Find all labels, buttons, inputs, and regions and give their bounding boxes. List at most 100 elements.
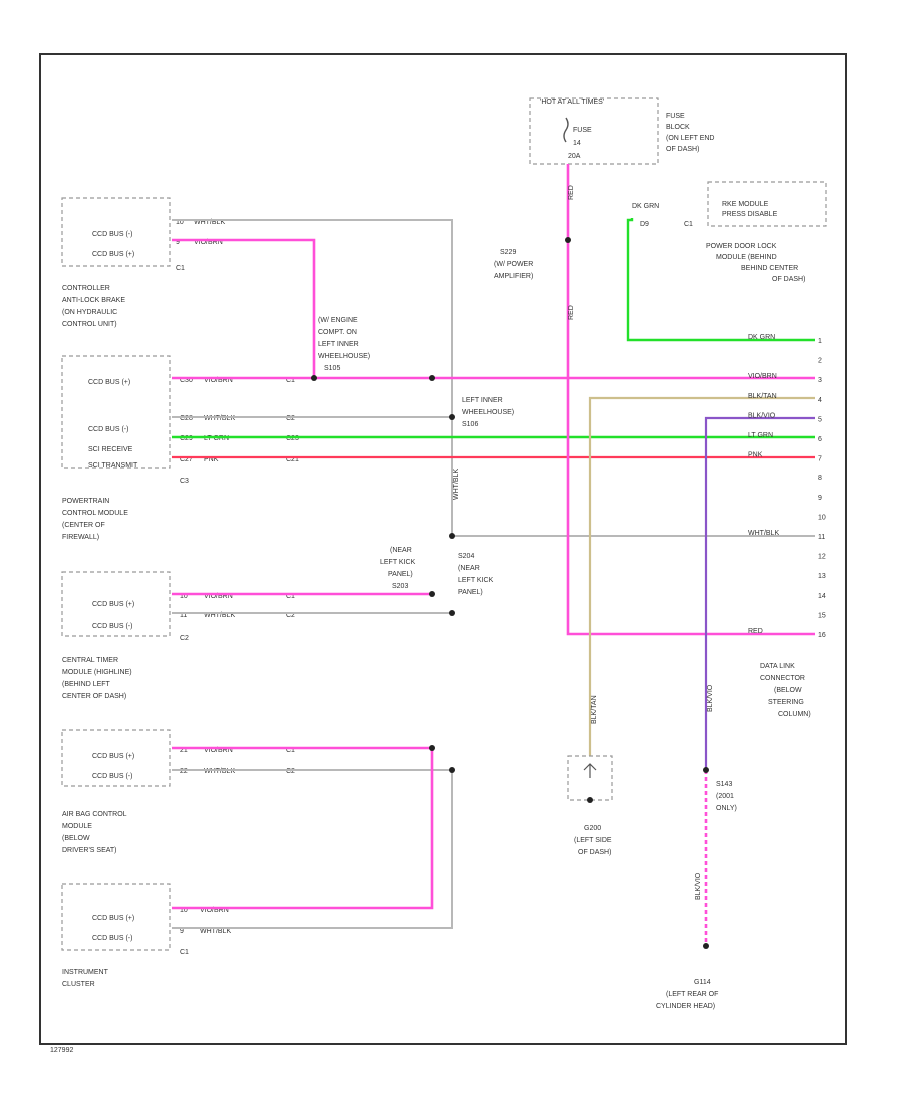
s105-label-0: (W/ ENGINE bbox=[318, 317, 358, 324]
vert-wire-label-5: BLK/VIO bbox=[695, 872, 702, 900]
ctm-wire-pin-1: 11 bbox=[180, 612, 187, 619]
wire-blk-vio bbox=[704, 416, 815, 770]
pcm-wire-color-0: VIO/BRN bbox=[204, 377, 233, 384]
pcm-name-0: POWERTRAIN bbox=[62, 498, 109, 505]
airbag-name-1: MODULE bbox=[62, 823, 92, 830]
abs-wire-pin-0: 10 bbox=[176, 219, 184, 226]
fuse-location-1: BLOCK bbox=[666, 124, 690, 131]
dlc-pin-number: 6 bbox=[818, 436, 822, 443]
pcm-wire-pin-3: C27 bbox=[180, 456, 193, 463]
pcm-connector: C3 bbox=[180, 478, 189, 485]
s229-label-1: (W/ POWER bbox=[494, 261, 533, 268]
dlc-pin-number: 16 bbox=[818, 632, 826, 639]
s203-label-3: S203 bbox=[392, 583, 408, 590]
airbag-wire-pin-1: 22 bbox=[180, 768, 188, 775]
airbag-wire-conn-0: C1 bbox=[286, 747, 295, 754]
cluster-name-0: INSTRUMENT bbox=[62, 969, 109, 976]
rke-title-1: PRESS DISABLE bbox=[722, 211, 778, 218]
dlc-name-2: (BELOW bbox=[774, 687, 802, 694]
fuse-location-0: FUSE bbox=[666, 113, 685, 120]
g114-label-0: G114 bbox=[694, 979, 711, 986]
vert-wire-label-0: WHT/BLK bbox=[453, 469, 460, 500]
splice-s143-dot bbox=[703, 767, 709, 773]
splice-airbag-a-dot bbox=[429, 745, 435, 751]
dlc-pin-color: LT GRN bbox=[748, 432, 773, 439]
pcm-wire-pin-0: C30 bbox=[180, 377, 193, 384]
abs-name-0: CONTROLLER bbox=[62, 285, 110, 292]
airbag-wire-conn-1: C2 bbox=[286, 768, 295, 775]
fuse-hot-label: 'HOT AT ALL TIMES' bbox=[540, 99, 604, 106]
s229-label-0: S229 bbox=[500, 249, 516, 256]
dlc-name-0: DATA LINK bbox=[760, 663, 795, 670]
s204-label-0: S204 bbox=[458, 553, 474, 560]
s204-label-1: (NEAR bbox=[458, 565, 480, 572]
s105-label-4: S105 bbox=[324, 365, 340, 372]
dlc-pin-number: 8 bbox=[818, 475, 822, 482]
ctm-wire-color-0: VIO/BRN bbox=[204, 593, 233, 600]
s106-label-2: S106 bbox=[462, 421, 478, 428]
dlc-pin-number: 9 bbox=[818, 495, 822, 502]
g114-label-2: CYLINDER HEAD) bbox=[656, 1003, 715, 1010]
cluster-wire-pin-1: 9 bbox=[180, 928, 184, 935]
wire-vio-brn-abs bbox=[172, 238, 316, 378]
airbag-pin-0: CCD BUS (+) bbox=[92, 753, 134, 760]
wire-dk-grn bbox=[626, 218, 815, 342]
fuse-amps: 20A bbox=[568, 153, 581, 160]
cluster-name-1: CLUSTER bbox=[62, 981, 95, 988]
abs-name-2: (ON HYDRAULIC bbox=[62, 309, 117, 316]
pcm-wire-pin-2: C29 bbox=[180, 435, 193, 442]
pcm-name-3: FIREWALL) bbox=[62, 534, 99, 541]
splice-s106-dot bbox=[449, 414, 455, 420]
wire-blk-tan bbox=[588, 396, 815, 756]
dlc-pin-number: 3 bbox=[818, 377, 822, 384]
dlc-pin-color: RED bbox=[748, 628, 763, 635]
cluster-connector: C1 bbox=[180, 949, 189, 956]
ctm-pin-1: CCD BUS (-) bbox=[92, 623, 132, 630]
splice-airbag-b-dot bbox=[449, 767, 455, 773]
dlc-pin-number: 7 bbox=[818, 456, 822, 463]
pcm-module-box bbox=[61, 355, 171, 469]
pcm-wire-color-1: WHT/BLK bbox=[204, 415, 235, 422]
dlc-pin-number: 10 bbox=[818, 514, 826, 521]
dlc-name-1: CONNECTOR bbox=[760, 675, 805, 682]
dlc-pin-number: 14 bbox=[818, 593, 826, 600]
abs-name-3: CONTROL UNIT) bbox=[62, 321, 117, 328]
pcm-pin-1: CCD BUS (-) bbox=[88, 426, 128, 433]
diagram-frame bbox=[39, 53, 847, 1045]
dlc-name-3: STEERING bbox=[768, 699, 804, 706]
splice-s203-dot bbox=[429, 591, 435, 597]
s106-label-1: WHEELHOUSE) bbox=[462, 409, 514, 416]
ctm-name-2: (BEHIND LEFT bbox=[62, 681, 111, 688]
pcm-wire-color-2: LT GRN bbox=[204, 435, 229, 442]
ctm-name-0: CENTRAL TIMER bbox=[62, 657, 118, 664]
vert-wire-label-3: BLK/TAN bbox=[591, 695, 598, 724]
s105-label-3: WHEELHOUSE) bbox=[318, 353, 370, 360]
ctm-pin-0: CCD BUS (+) bbox=[92, 601, 134, 608]
wire-red-fused bbox=[566, 164, 815, 636]
dlc-pin-number: 13 bbox=[818, 573, 826, 580]
g200-label-0: G200 bbox=[584, 825, 601, 832]
dlc-pin-color: BLK/VIO bbox=[748, 412, 776, 419]
ctm-wire-pin-0: 10 bbox=[180, 593, 188, 600]
dlc-pin-color: PNK bbox=[748, 452, 763, 459]
airbag-module-box bbox=[61, 729, 171, 787]
vert-wire-label-1: RED bbox=[568, 185, 575, 200]
rke-pin-d9: D9 bbox=[640, 221, 649, 228]
cluster-pin-1: CCD BUS (-) bbox=[92, 935, 132, 942]
g200-dot bbox=[587, 797, 593, 803]
airbag-name-3: DRIVER'S SEAT) bbox=[62, 847, 117, 854]
ctm-name-3: CENTER OF DASH) bbox=[62, 693, 126, 700]
abs-module-box bbox=[61, 197, 171, 267]
s204-label-2: LEFT KICK bbox=[458, 577, 494, 584]
abs-wire-color-0: WHT/BLK bbox=[194, 219, 225, 226]
airbag-wire-pin-0: 21 bbox=[180, 747, 188, 754]
rke-name-3: OF DASH) bbox=[772, 276, 805, 283]
pcm-name-1: CONTROL MODULE bbox=[62, 510, 128, 517]
s203-label-1: LEFT KICK bbox=[380, 559, 416, 566]
rke-pin: C1 bbox=[684, 221, 693, 228]
rke-wire-label: DK GRN bbox=[632, 203, 659, 210]
fuse-location-3: OF DASH) bbox=[666, 146, 699, 153]
s143-label-0: S143 bbox=[716, 781, 732, 788]
splice-s105-dot bbox=[311, 375, 317, 381]
